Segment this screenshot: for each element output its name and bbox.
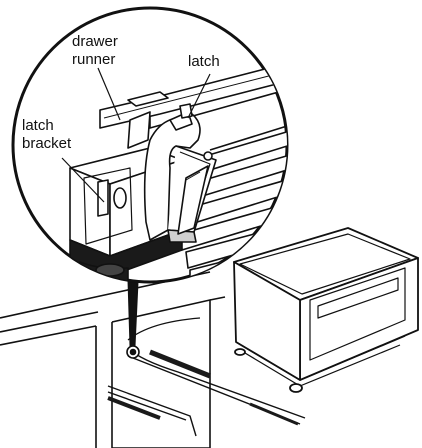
drawer-runner-leader	[97, 67, 121, 121]
latch-leader	[187, 73, 211, 119]
callout-pointer	[127, 279, 139, 347]
leader-lines	[61, 67, 211, 203]
latch-label: latch	[188, 53, 220, 70]
drawer	[233, 227, 419, 393]
drawer-runner-label-line1: drawer	[72, 33, 118, 50]
latch-bracket-label-line1: latch	[22, 117, 54, 134]
cabinet-scene	[0, 271, 306, 448]
latch-bracket-label-line2: bracket	[22, 135, 72, 152]
latch-bracket-leader	[61, 157, 105, 203]
drawer-runner-label-line2: runner	[72, 51, 115, 68]
latch	[143, 103, 217, 243]
